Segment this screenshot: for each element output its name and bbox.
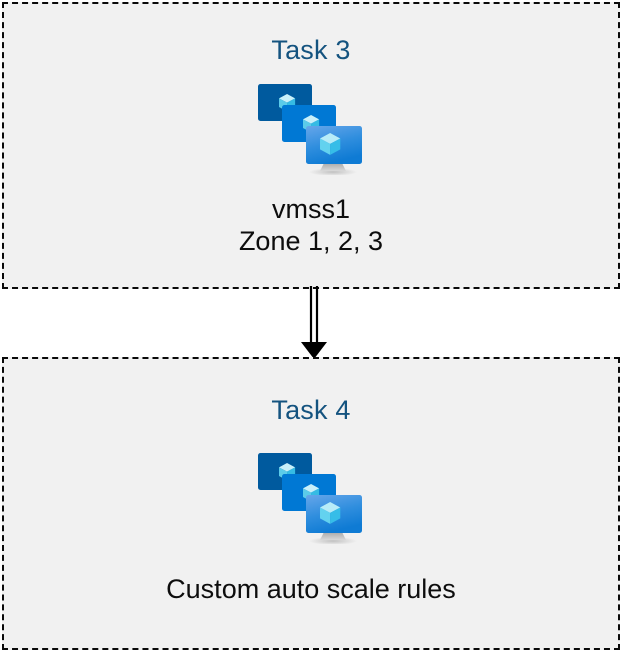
task-4-caption-line-1: Custom auto scale rules <box>166 574 456 604</box>
task-3-caption: vmss1 Zone 1, 2, 3 <box>239 193 383 257</box>
task-3-caption-line-2: Zone 1, 2, 3 <box>238 226 384 256</box>
task-3-content: Task 3 <box>4 4 618 287</box>
task-box-task-4[interactable]: Task 4 <box>2 357 620 650</box>
task-4-title: Task 4 <box>271 395 351 425</box>
vm-scale-set-icon <box>257 83 365 176</box>
vm-scale-set-icon <box>257 452 365 545</box>
task-4-content: Task 4 <box>4 359 618 648</box>
task-box-task-3[interactable]: Task 3 <box>2 2 620 289</box>
task-4-caption: Custom auto scale rules <box>166 573 456 605</box>
task-3-title: Task 3 <box>271 35 351 65</box>
connector-arrow-task3-to-task4 <box>296 286 332 360</box>
task-3-caption-line-1: vmss1 <box>271 194 350 224</box>
